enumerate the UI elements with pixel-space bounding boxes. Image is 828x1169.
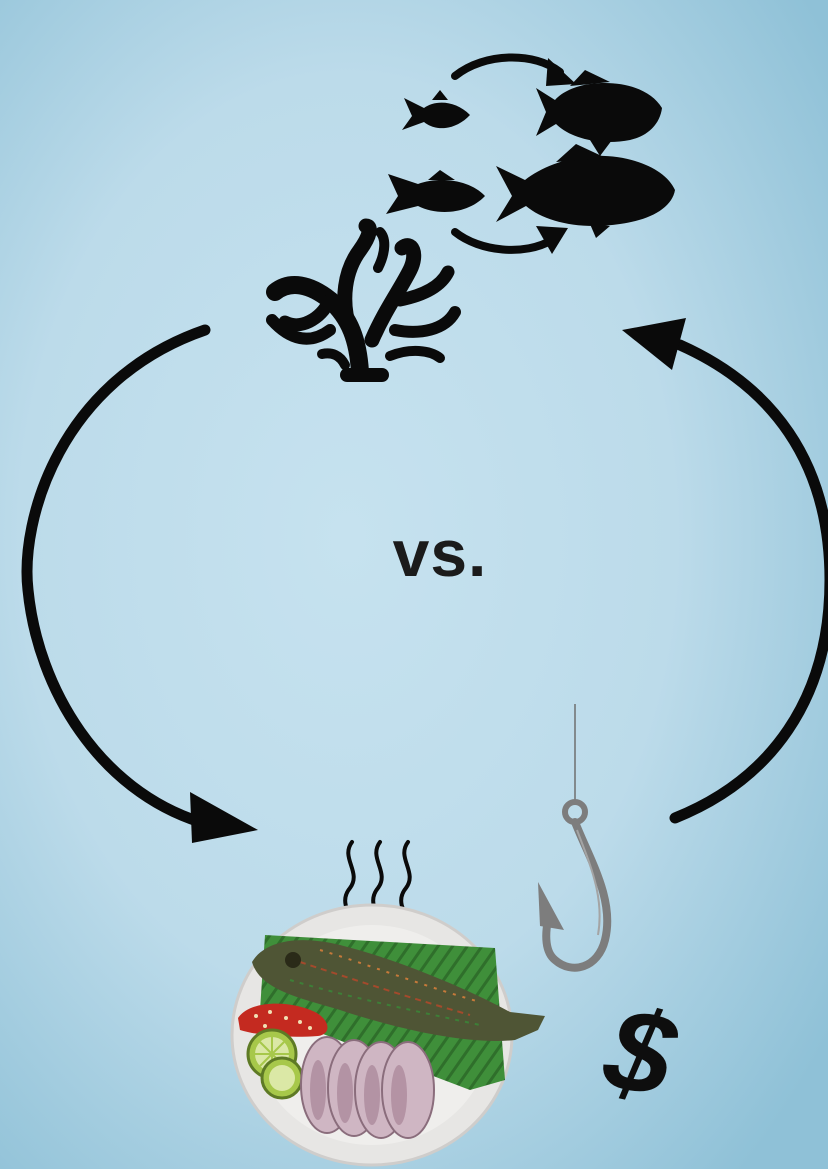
versus-label: vs. <box>340 515 540 591</box>
